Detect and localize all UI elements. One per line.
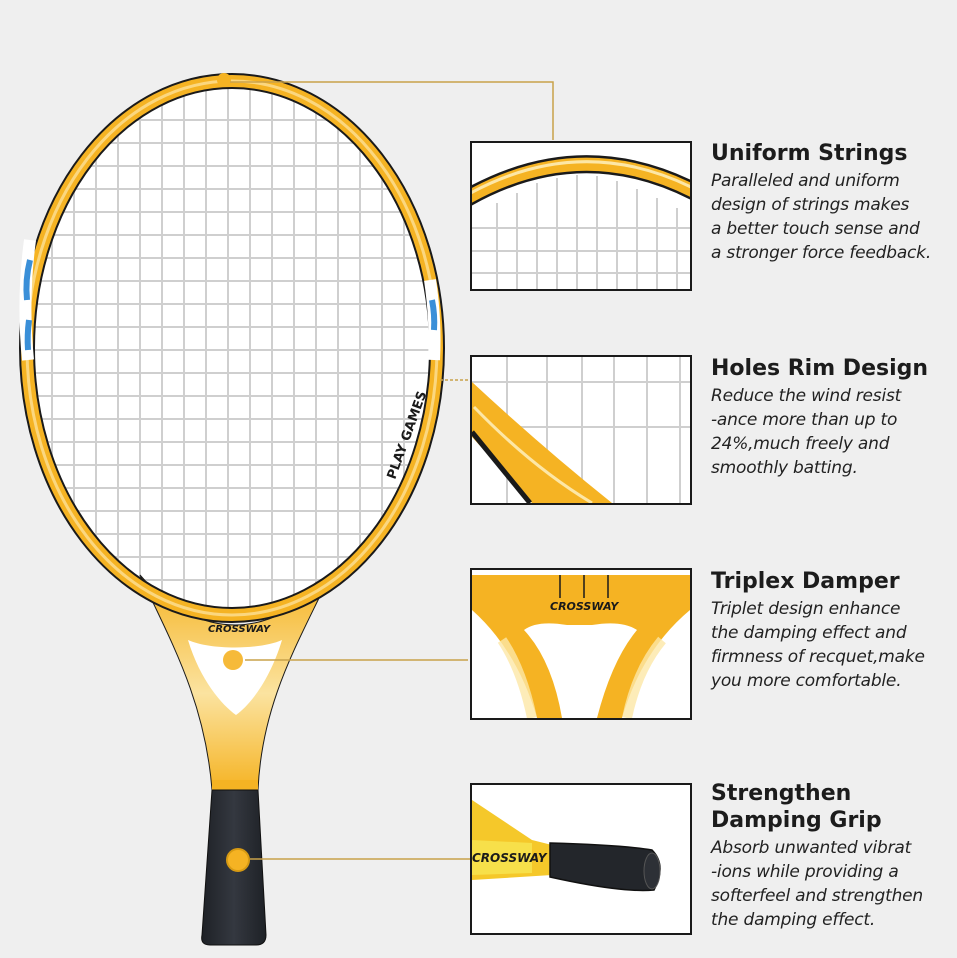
panel-brand-label: CROSSWAY bbox=[550, 600, 619, 613]
top-rim-closeup-image bbox=[472, 143, 690, 289]
damper-callout-dot bbox=[223, 650, 243, 670]
feature-holes-rim-design: Holes Rim Design Reduce the wind resist … bbox=[711, 355, 957, 480]
feature-title: Holes Rim Design bbox=[711, 356, 929, 381]
frame-decal-right bbox=[424, 279, 441, 361]
frame-decal-left bbox=[19, 239, 36, 361]
feature-description: Absorb unwanted vibrat -ions while provi… bbox=[711, 838, 923, 930]
feature-uniform-strings: Uniform Strings Paralleled and uniform d… bbox=[711, 140, 957, 265]
feature-description: Triplet design enhance the damping effec… bbox=[711, 599, 925, 691]
panel-damping-grip: CROSSWAY bbox=[470, 783, 692, 935]
panel-brand-label: CROSSWAY bbox=[472, 851, 548, 865]
side-rim-closeup-image bbox=[472, 357, 690, 503]
panel-holes-rim-design bbox=[470, 355, 692, 505]
feature-damping-grip: Strengthen Damping Grip Absorb unwanted … bbox=[711, 780, 957, 932]
grip-callout-dot bbox=[226, 848, 250, 872]
feature-triplex-damper: Triplex Damper Triplet design enhance th… bbox=[711, 568, 957, 693]
feature-title: Strengthen Damping Grip bbox=[711, 781, 882, 833]
grip-closeup-image: CROSSWAY bbox=[472, 785, 690, 933]
leader-lines bbox=[230, 81, 554, 860]
throat-closeup-image: CROSSWAY bbox=[472, 570, 690, 718]
panel-triplex-damper: CROSSWAY bbox=[470, 568, 692, 720]
feature-description: Reduce the wind resist -ance more than u… bbox=[711, 386, 902, 478]
panel-uniform-strings bbox=[470, 141, 692, 291]
feature-title: Uniform Strings bbox=[711, 141, 908, 166]
throat-brand-label: CROSSWAY bbox=[208, 624, 272, 635]
feature-title: Triplex Damper bbox=[711, 569, 900, 594]
feature-description: Paralleled and uniform design of strings… bbox=[711, 171, 932, 263]
